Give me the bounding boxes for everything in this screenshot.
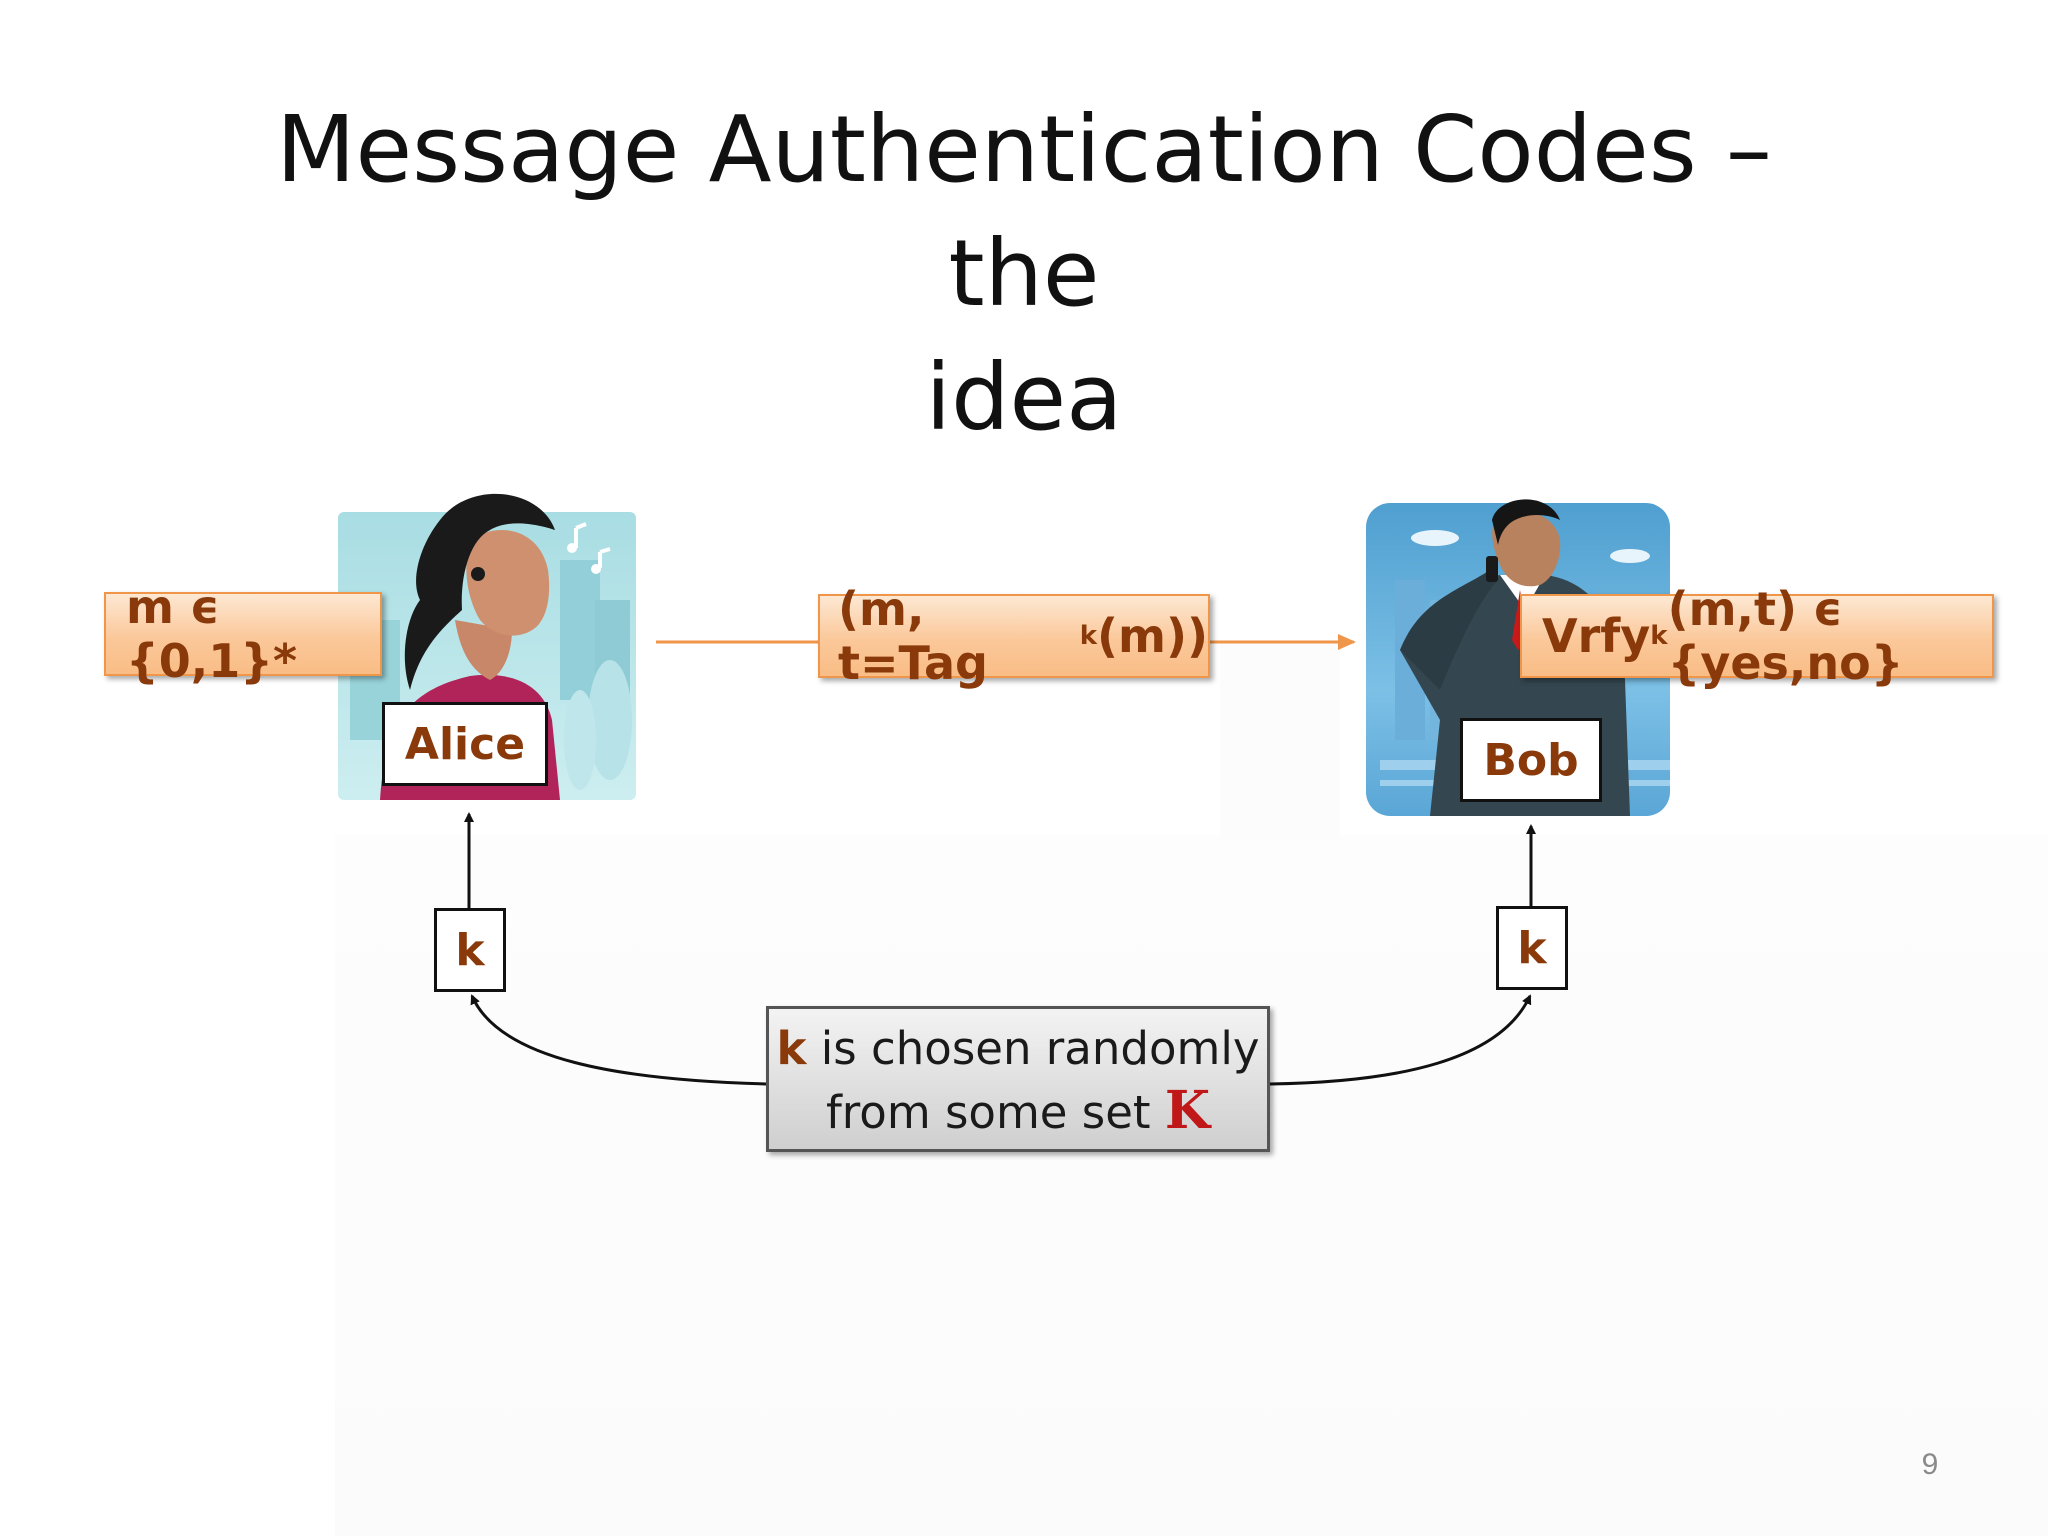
slide-title: Message Authentication Codes – the idea <box>200 88 1848 460</box>
title-line-1: Message Authentication Codes – the <box>276 96 1772 327</box>
verify-prefix: Vrfy <box>1542 609 1651 663</box>
background-shade-top <box>1220 640 1340 840</box>
alice-key-label: k <box>455 924 485 976</box>
verify-suffix: (m,t) ϵ {yes,no} <box>1667 582 1904 690</box>
background-shade <box>335 835 2048 1536</box>
key-note-line-1-text: is chosen randomly <box>806 1022 1260 1075</box>
key-distribution-arrow-bob <box>1269 994 1532 1086</box>
key-note-box: k is chosen randomly from some set K <box>766 1006 1270 1152</box>
key-note-line-2: from some set K <box>769 1080 1267 1144</box>
bob-label: Bob <box>1460 718 1602 802</box>
key-distribution-arrow-alice <box>470 994 767 1086</box>
alice-key-box: k <box>434 908 506 992</box>
key-note-set-symbol: K <box>1164 1080 1211 1141</box>
message-space-text: m ϵ {0,1}* <box>126 580 298 688</box>
bob-key-box: k <box>1496 906 1568 990</box>
bob-name: Bob <box>1483 734 1579 786</box>
bob-key-label: k <box>1517 922 1547 974</box>
key-note-key-symbol: k <box>776 1022 807 1075</box>
alice-label: Alice <box>382 702 548 786</box>
transmission-prefix: (m, t=Tag <box>838 582 988 690</box>
title-line-2: idea <box>925 344 1123 451</box>
page-number: 9 <box>1921 1448 1939 1481</box>
transmission-suffix: (m)) <box>1096 609 1208 663</box>
alice-name: Alice <box>404 718 526 770</box>
message-space-box: m ϵ {0,1}* <box>104 580 382 688</box>
key-note-line-2-text: from some set <box>825 1086 1165 1139</box>
key-note-line-1: k is chosen randomly <box>769 1018 1267 1080</box>
